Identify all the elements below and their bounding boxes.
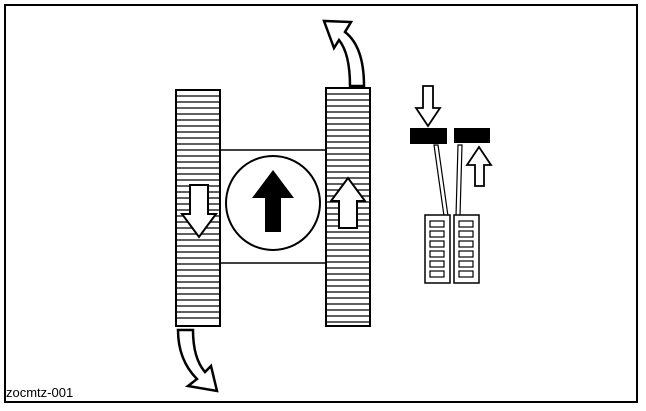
right-control-handle: [454, 128, 490, 143]
right-pedal-grip: [458, 220, 474, 278]
arrow-up-solid-icon: [252, 170, 294, 232]
pedal-assembly: [410, 85, 493, 284]
figure-reference-code: zocmtz-001: [6, 385, 74, 400]
arrow-up-outline-icon: [465, 145, 493, 187]
pedal-slot: [458, 220, 474, 228]
pedal-slot: [429, 250, 445, 258]
pedal-slot: [458, 260, 474, 268]
pedal-slot: [429, 270, 445, 278]
left-control-handle: [410, 128, 447, 144]
pedal-slot: [429, 260, 445, 268]
pedal-slot: [458, 250, 474, 258]
pedal-slot: [429, 230, 445, 238]
pedal-slot: [458, 230, 474, 238]
pedal-slot: [458, 240, 474, 248]
right-pedal-rod: [455, 144, 463, 217]
left-track-treads: [177, 95, 219, 319]
arrow-up-outline-icon: [329, 176, 367, 229]
left-pedal-rod: [433, 144, 449, 217]
curved-arrow-down-icon: [176, 328, 219, 393]
pedal-slot: [458, 270, 474, 278]
arrow-down-outline-icon: [180, 184, 218, 239]
arrow-down-outline-icon: [414, 85, 442, 128]
curved-arrow-up-icon: [322, 19, 366, 88]
left-pedal-grip: [429, 220, 445, 278]
pedal-slot: [429, 220, 445, 228]
pedal-slot: [429, 240, 445, 248]
